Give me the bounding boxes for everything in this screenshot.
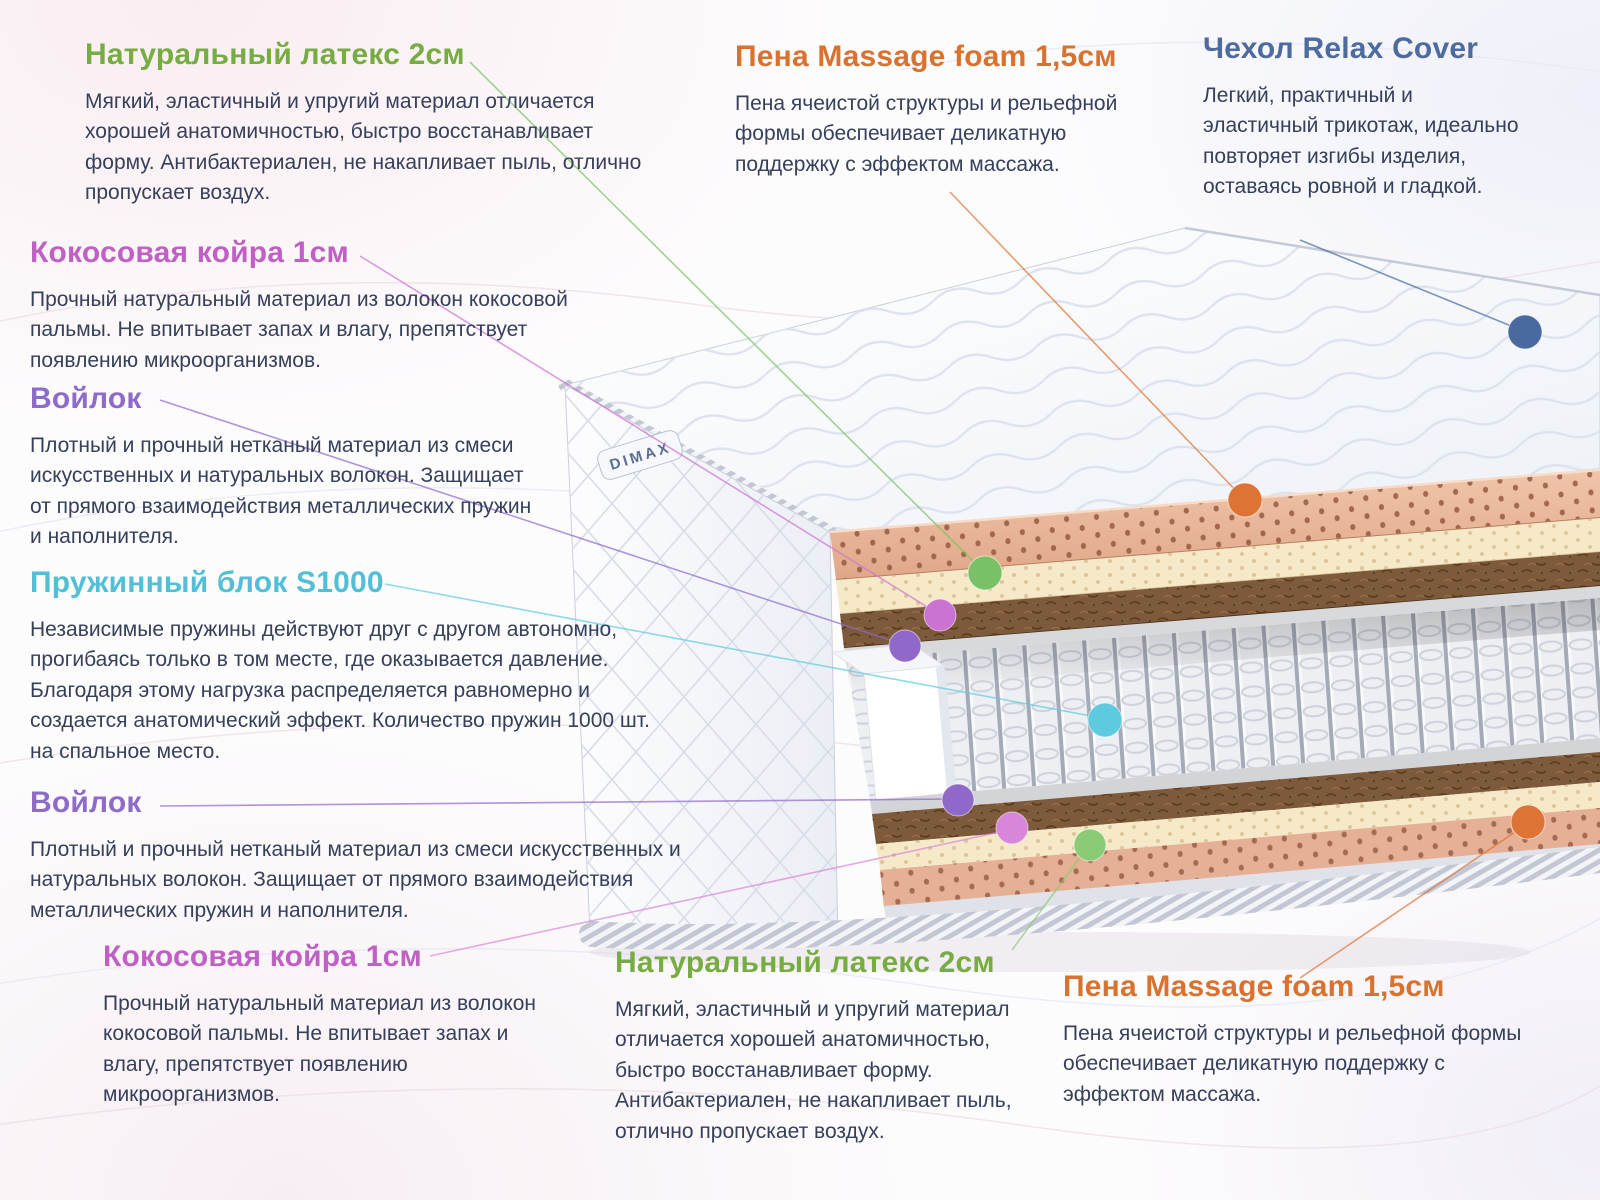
callout-felt-top: Войлок Плотный и прочный нетканый матери… <box>30 382 535 553</box>
callout-spring-block: Пружинный блок S1000 Независимые пружины… <box>30 566 670 767</box>
callout-massage-foam-bottom-body: Пена ячеистой структуры и рельефной форм… <box>1063 1022 1522 1106</box>
callout-massage-foam-bottom: Пена Massage foam 1,5см Пена ячеистой ст… <box>1063 970 1523 1110</box>
layer-coir-bottom <box>872 752 1600 844</box>
callout-cover-title: Чехол Relax Cover <box>1203 32 1479 65</box>
callout-latex-bottom: Натуральный латекс 2см Мягкий, эластичны… <box>615 946 1060 1147</box>
callout-coir-top: Кокосовая койра 1см Прочный натуральный … <box>30 236 575 376</box>
callout-spring-block-body: Независимые пружины действуют друг с дру… <box>30 618 650 763</box>
callout-felt-top-title: Войлок <box>30 382 142 415</box>
callout-massage-foam-top-title: Пена Massage foam 1,5см <box>735 40 1117 73</box>
callout-massage-foam-top-body: Пена ячеистой структуры и рельефной форм… <box>735 92 1118 176</box>
callout-felt-top-body: Плотный и прочный нетканый материал из с… <box>30 434 532 549</box>
callout-coir-top-title: Кокосовая койра 1см <box>30 236 349 269</box>
layer-felt-bottom <box>870 738 1600 814</box>
callout-coir-bottom: Кокосовая койра 1см Прочный натуральный … <box>103 940 553 1111</box>
callout-latex-top: Натуральный латекс 2см Мягкий, эластичны… <box>85 38 665 209</box>
callout-latex-bottom-body: Мягкий, эластичный и упругий материал от… <box>615 998 1012 1143</box>
callout-coir-bottom-body: Прочный натуральный материал из волокон … <box>103 992 537 1107</box>
callout-cover-body: Легкий, практичный и эластичный трикотаж… <box>1203 84 1519 199</box>
callout-felt-bottom: Войлок Плотный и прочный нетканый матери… <box>30 786 775 926</box>
callout-massage-foam-bottom-title: Пена Massage foam 1,5см <box>1063 970 1445 1003</box>
callout-felt-bottom-title: Войлок <box>30 786 142 819</box>
callout-latex-bottom-title: Натуральный латекс 2см <box>615 946 995 979</box>
callout-cover: Чехол Relax Cover Легкий, практичный и э… <box>1203 32 1523 203</box>
callout-felt-bottom-body: Плотный и прочный нетканый материал из с… <box>30 838 681 922</box>
callout-massage-foam-top: Пена Massage foam 1,5см Пена ячеистой ст… <box>735 40 1165 180</box>
callout-coir-top-body: Прочный натуральный материал из волокон … <box>30 288 568 372</box>
callout-latex-top-body: Мягкий, эластичный и упругий материал от… <box>85 90 642 205</box>
callout-spring-block-title: Пружинный блок S1000 <box>30 566 384 599</box>
callout-latex-top-title: Натуральный латекс 2см <box>85 38 465 71</box>
callout-coir-bottom-title: Кокосовая койра 1см <box>103 940 422 973</box>
